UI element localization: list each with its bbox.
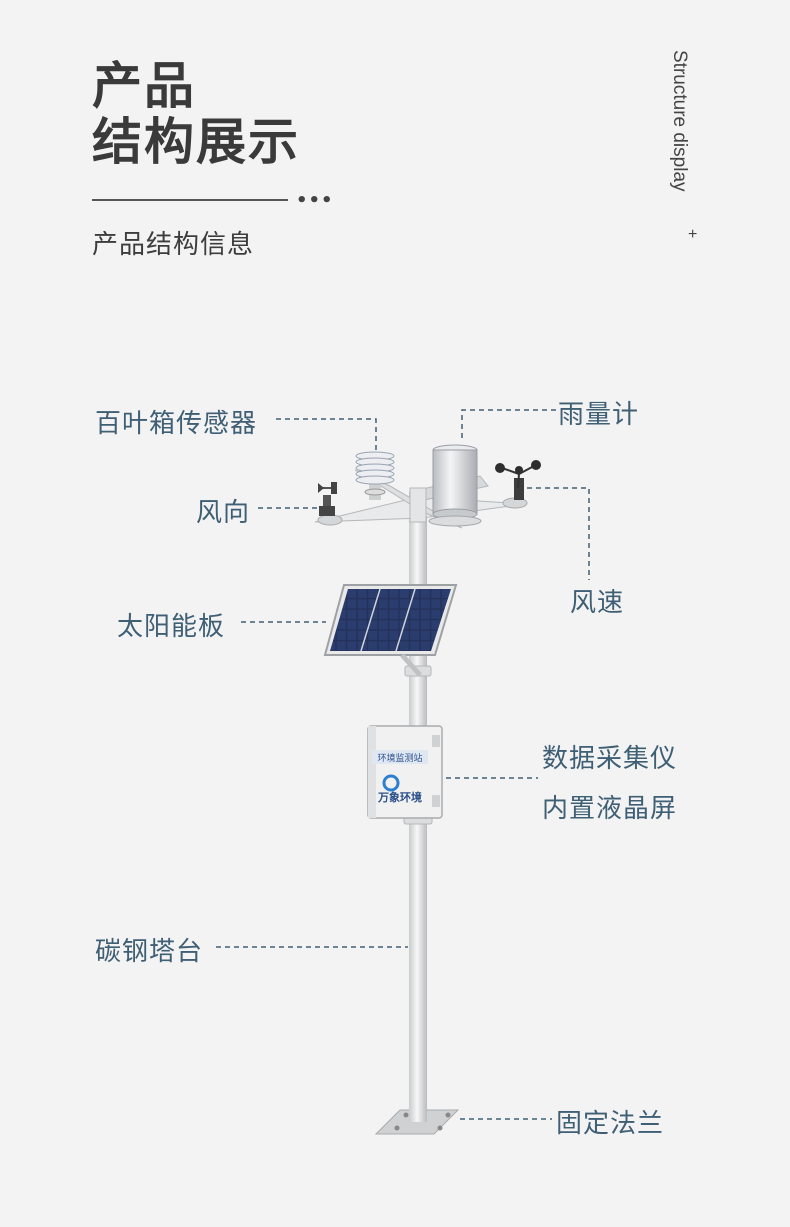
label-solar-panel: 太阳能板 <box>117 612 226 642</box>
wind-speed-device <box>495 460 541 500</box>
label-louver: 百叶箱传感器 <box>95 409 258 439</box>
title-dots: ••• <box>296 190 334 211</box>
louver-leader <box>276 418 377 450</box>
louver-shield <box>355 451 395 500</box>
title-divider <box>92 199 288 201</box>
label-wind-speed: 风速 <box>570 588 625 618</box>
title-line-1: 产品 <box>92 57 196 115</box>
solar-panel-device <box>323 584 458 677</box>
side-english-title: Structure display <box>669 50 690 192</box>
label-wind-direction: 风向 <box>196 498 251 528</box>
label-tower: 碳钢塔台 <box>95 937 204 967</box>
logger-sign-text: 环境监测站 <box>377 752 422 764</box>
label-flange: 固定法兰 <box>556 1109 665 1139</box>
logger-brand-text: 万象环境 <box>377 790 422 804</box>
leader-lines <box>216 409 590 1120</box>
page-subtitle: 产品结构信息 <box>92 230 255 260</box>
rain-gauge-leader <box>461 409 556 440</box>
data-logger-box <box>367 725 443 819</box>
cross-arms <box>314 469 528 529</box>
wind-speed-leader <box>527 487 590 580</box>
label-logger-line1: 数据采集仪 <box>542 744 678 774</box>
wind-direction-device <box>318 482 337 516</box>
rain-gauge-device <box>428 444 482 527</box>
label-logger-line2: 内置液晶屏 <box>542 794 678 824</box>
page-title: 产品 结构展示 <box>92 58 300 170</box>
label-rain-gauge: 雨量计 <box>558 400 640 430</box>
title-line-2: 结构展示 <box>92 113 300 171</box>
side-plus: + <box>688 226 698 243</box>
